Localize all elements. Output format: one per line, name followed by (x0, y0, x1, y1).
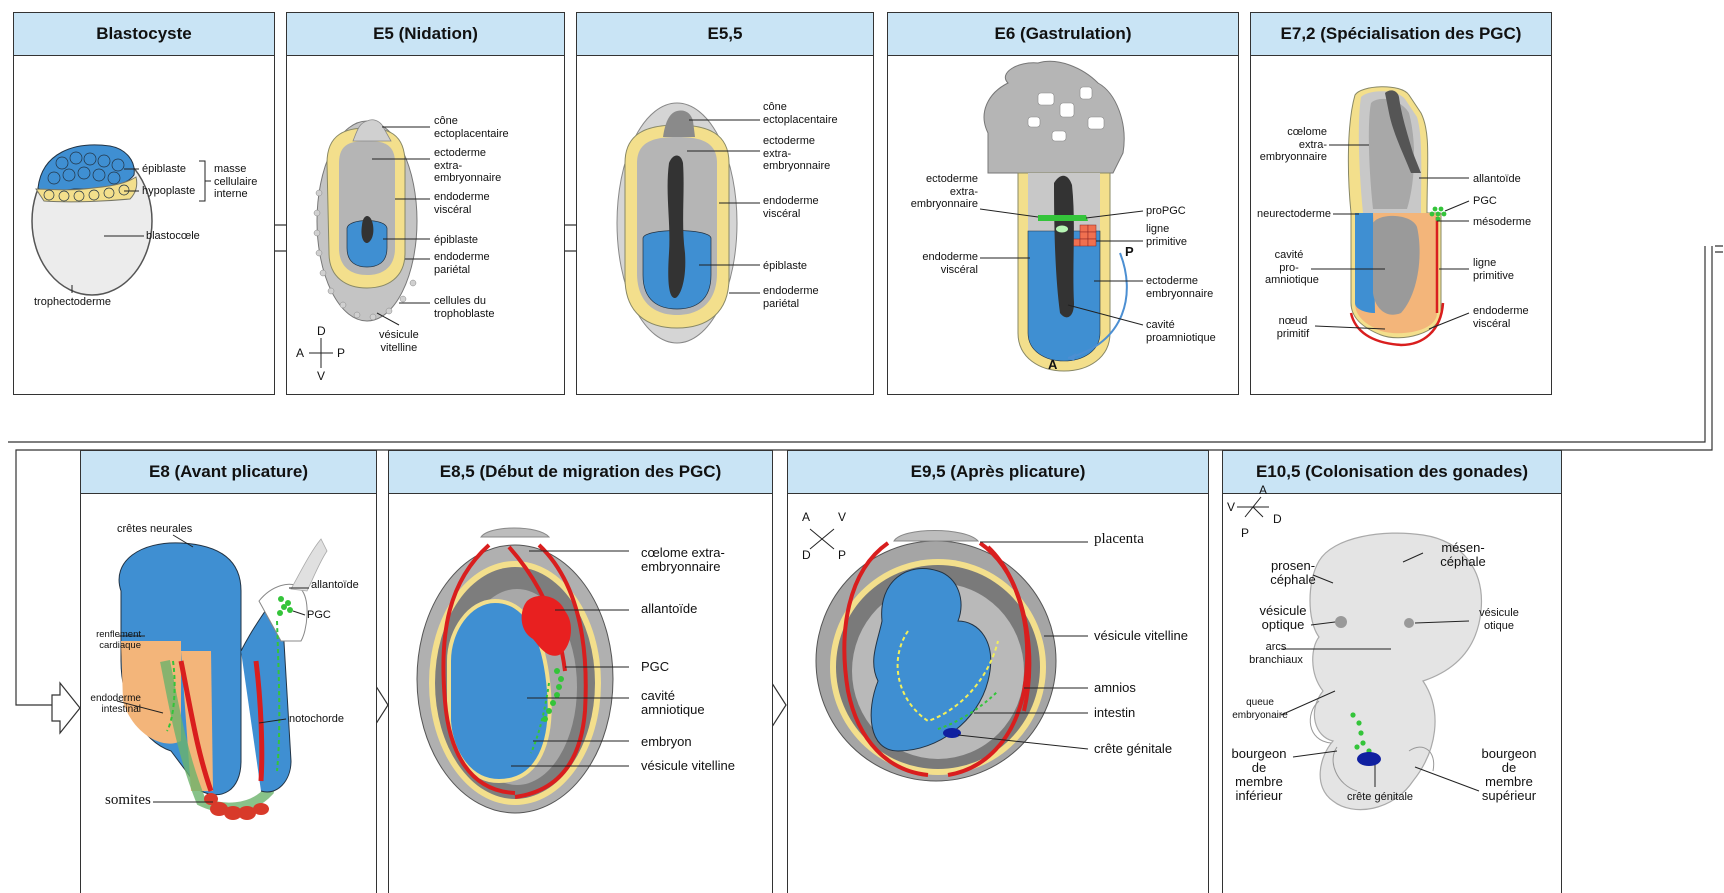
label-cellules-trophoblaste: cellules du trophoblaste (434, 295, 495, 320)
axis-p: P (337, 347, 345, 360)
blastocyst-illustration (14, 13, 275, 395)
label-cavite-proamniotique: cavité proamniotique (1146, 319, 1216, 344)
label-bourgeon-superieur: bourgeon de membre supérieur (1477, 747, 1541, 803)
label-cavite-proamniotique: cavité pro- amniotique (1265, 249, 1313, 287)
label-pgc: PGC (1473, 195, 1497, 208)
panel-e72: E7,2 (Spécialisation des PGC) cœlome ext… (1250, 12, 1552, 395)
label-allantoide: allantoïde (1473, 173, 1521, 186)
axis-d: D (1273, 513, 1282, 526)
panel-blastocyste: Blastocyste épiblaste hypoplaste masse c… (13, 12, 275, 395)
label-arcs-branchiaux: arcs branchiaux (1239, 641, 1313, 666)
label-crete-genitale: crête génitale (1094, 742, 1172, 756)
axis-p: P (1241, 527, 1249, 540)
axis-d: D (802, 549, 811, 562)
label-vesicule-vitelline: vésicule vitelline (379, 329, 419, 354)
panel-e6: E6 (Gastrulation) ectoderme extra- embry… (887, 12, 1239, 395)
panel-e95: E9,5 (Après plicature) placenta vésicule… (787, 450, 1209, 893)
label-cavite-amniotique: cavité amniotique (641, 689, 705, 717)
label-intestin: intestin (1094, 706, 1135, 720)
label-allantoide: allantoïde (311, 579, 359, 592)
label-vesicule-otique: vésicule otique (1469, 607, 1529, 632)
label-renflement-cardiaque: renflement cardiaque (81, 629, 141, 651)
label-notochorde: notochorde (289, 713, 344, 726)
label-hypoplaste: hypoplaste (142, 185, 195, 198)
label-endoderme-intestinal: endoderme intestinal (81, 693, 141, 715)
e55-illustration (577, 13, 874, 395)
panel-e55: E5,5 cône ectoplacentaire ectoderme extr… (576, 12, 874, 395)
label-queue-embryonaire: queue embryonaire (1225, 697, 1295, 722)
label-pgc: PGC (307, 609, 331, 622)
label-endoderme-visceral: endoderme viscéral (763, 195, 819, 220)
panel-e8: E8 (Avant plicature) crêtes neurales all… (80, 450, 377, 893)
label-placenta: placenta (1094, 533, 1144, 546)
label-cone-ectoplacentaire: cône ectoplacentaire (434, 115, 509, 140)
panel-e105: E10,5 (Colonisation des gonades) A V D P… (1222, 450, 1562, 893)
label-prosencephale: prosen- céphale (1263, 559, 1323, 587)
label-vesicule-vitelline: vésicule vitelline (1094, 629, 1188, 643)
label-noeud-primitif: nœud primitif (1271, 315, 1315, 340)
label-ectoderme-extra: ectoderme extra- embryonnaire (898, 173, 978, 211)
label-endoderme-visceral: endoderme viscéral (898, 251, 978, 276)
e85-illustration (389, 451, 773, 893)
label-allantoide: allantoïde (641, 602, 697, 616)
axis-a: A (1259, 484, 1267, 497)
label-vesicule-optique: vésicule optique (1251, 604, 1315, 632)
label-epiblaste: épiblaste (434, 234, 478, 247)
label-endoderme-parietal: endoderme pariétal (763, 285, 819, 310)
label-epiblaste: épiblaste (142, 163, 186, 176)
label-propgc: proPGC (1146, 205, 1186, 218)
axis-v: V (317, 370, 325, 383)
panel-e85: E8,5 (Début de migration des PGC) cœlome… (388, 450, 773, 893)
axis-v: V (838, 511, 846, 524)
axis-a: A (802, 511, 810, 524)
label-endoderme-parietal: endoderme pariétal (434, 251, 490, 276)
label-epiblaste: épiblaste (763, 260, 807, 273)
label-cone-ectoplacentaire: cône ectoplacentaire (763, 101, 838, 126)
label-somites: somites (105, 794, 151, 807)
label-mesoderme: mésoderme (1473, 216, 1531, 229)
label-mesencephale: mésen- céphale (1423, 541, 1503, 569)
label-amnios: amnios (1094, 681, 1136, 695)
flow-arrow (52, 683, 80, 733)
label-vesicule-vitelline: vésicule vitelline (641, 759, 735, 773)
e8-illustration (81, 451, 377, 893)
panel-e5: E5 (Nidation) cône ectoplacentaire ectod… (286, 12, 565, 395)
label-endoderme-visceral: endoderme viscéral (434, 191, 490, 216)
label-cretes-neurales: crêtes neurales (117, 523, 192, 536)
label-blastocoele: blastocœle (146, 230, 200, 243)
label-endoderme-visceral: endoderme viscéral (1473, 305, 1529, 330)
label-ligne-primitive: ligne primitive (1146, 223, 1187, 248)
label-embryon: embryon (641, 735, 692, 749)
axis-p: P (1125, 245, 1134, 259)
label-ectoderme-embryonnaire: ectoderme embryonnaire (1146, 275, 1213, 300)
label-ectoderme-extra: ectoderme extra- embryonnaire (434, 147, 501, 185)
e5-illustration (287, 13, 565, 395)
label-ectoderme-extra: ectoderme extra- embryonnaire (763, 135, 830, 173)
axis-p: P (838, 549, 846, 562)
axis-a: A (1048, 358, 1057, 372)
axis-a: A (296, 347, 304, 360)
label-coelome: cœlome extra- embryonnaire (1257, 126, 1327, 164)
e95-illustration (788, 451, 1209, 893)
label-ligne-primitive: ligne primitive (1473, 257, 1514, 282)
label-pgc: PGC (641, 660, 669, 674)
label-coelome-extra: cœlome extra- embryonnaire (641, 546, 725, 574)
axis-v: V (1227, 501, 1235, 514)
label-masse-cellulaire: masse cellulaire interne (214, 163, 257, 201)
label-crete-genitale: crête génitale (1335, 791, 1425, 804)
label-trophectoderme: trophectoderme (34, 296, 111, 309)
label-bourgeon-inferieur: bourgeon de membre inférieur (1229, 747, 1289, 803)
axis-d: D (317, 325, 326, 338)
label-neurectoderme: neurectoderme (1257, 208, 1331, 221)
